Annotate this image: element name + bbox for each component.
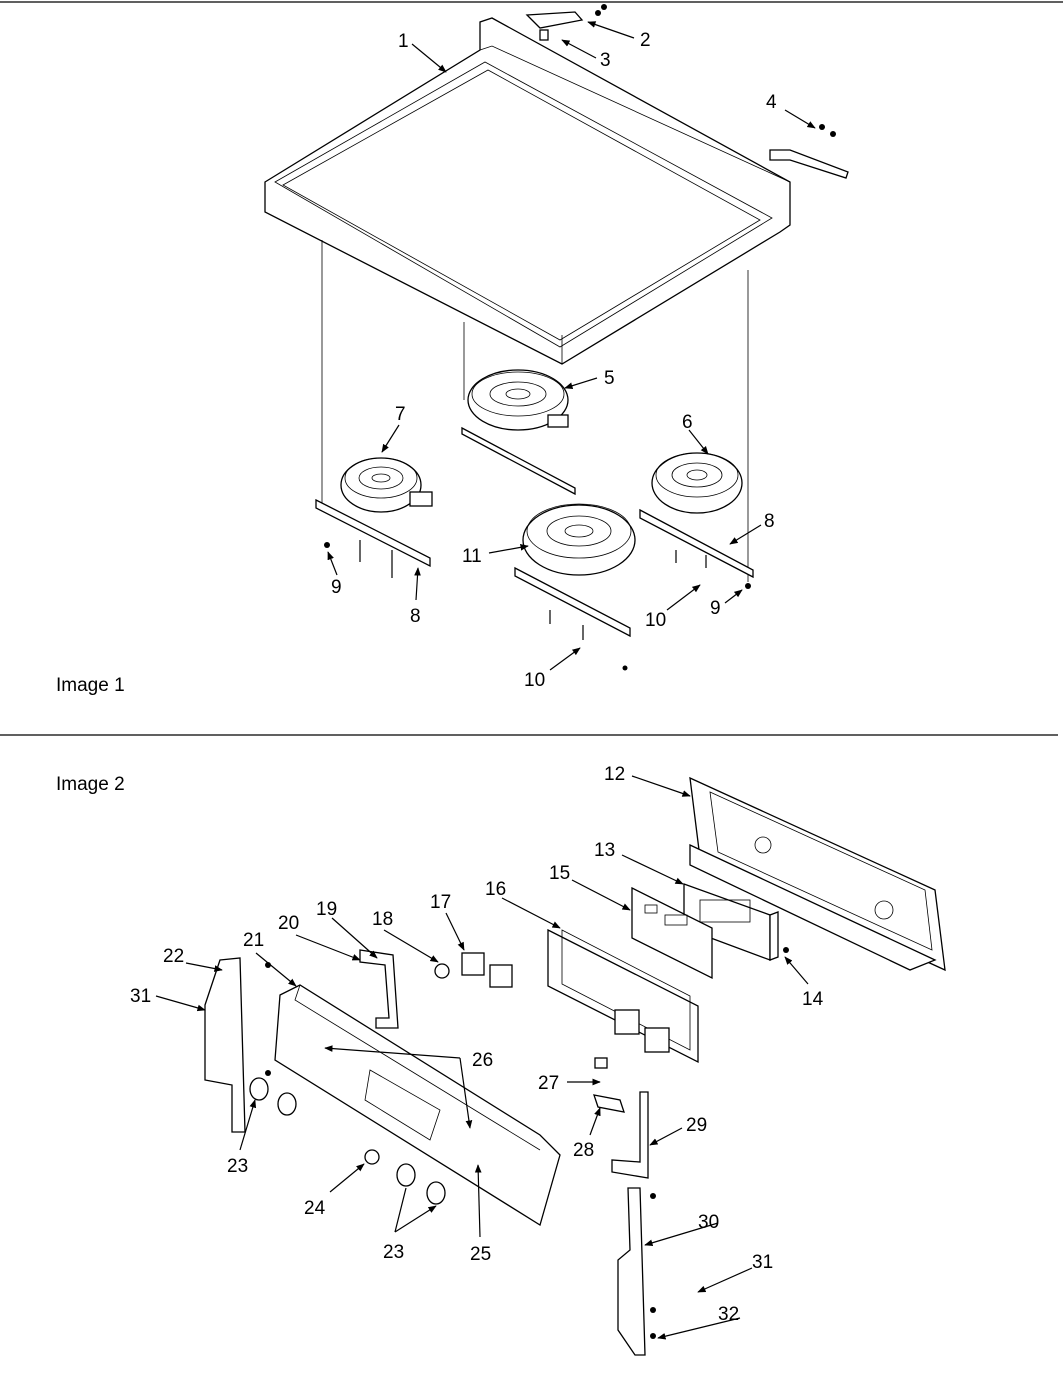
rear-panel <box>689 776 946 972</box>
control-panel-assembly <box>204 776 946 1356</box>
callout-6: 6 <box>682 412 693 433</box>
callout-21: 21 <box>243 930 264 951</box>
callout-19: 19 <box>316 899 337 920</box>
callout-31-right: 31 <box>752 1252 773 1273</box>
callout-7: 7 <box>395 404 406 425</box>
callout-5: 5 <box>604 368 615 389</box>
callout-22: 22 <box>163 946 184 967</box>
callout-8-left: 8 <box>410 606 421 627</box>
callout-29: 29 <box>686 1115 707 1136</box>
callout-1: 1 <box>398 31 409 52</box>
callout-18: 18 <box>372 909 393 930</box>
callout-2: 2 <box>640 30 651 51</box>
indicator-light <box>434 963 450 979</box>
hinge-bracket-right <box>769 149 849 179</box>
side-trim-right <box>617 1187 646 1356</box>
surface-element-5 <box>461 369 576 496</box>
callout-23-left: 23 <box>227 1156 248 1177</box>
callout-10-bottom: 10 <box>524 670 545 691</box>
callout-26: 26 <box>472 1050 493 1071</box>
hinge-bracket-left <box>525 11 584 29</box>
switches-left <box>461 952 513 988</box>
callout-9-right: 9 <box>710 598 721 619</box>
side-trim-left <box>204 957 246 1133</box>
callout-27: 27 <box>538 1073 559 1094</box>
image-1-caption: Image 1 <box>56 675 125 696</box>
callout-12: 12 <box>604 764 625 785</box>
callout-24: 24 <box>304 1198 326 1219</box>
callout-28: 28 <box>573 1140 594 1161</box>
surface-element-6 <box>639 452 754 579</box>
surface-element-7 <box>315 457 433 568</box>
screws <box>324 540 751 671</box>
control-bracket <box>359 949 399 1029</box>
callout-23-bottom: 23 <box>383 1242 404 1263</box>
callout-8-right: 8 <box>764 511 775 532</box>
door-switch <box>593 1094 625 1113</box>
callout-25: 25 <box>470 1244 491 1265</box>
callout-31-left: 31 <box>130 986 151 1007</box>
callout-30: 30 <box>698 1212 719 1233</box>
callout-9-left: 9 <box>331 577 342 598</box>
callout-20: 20 <box>278 913 299 934</box>
image-2-caption: Image 2 <box>56 774 125 795</box>
surface-element-11 <box>514 503 636 638</box>
callout-15: 15 <box>549 863 570 884</box>
switches-right <box>594 1009 670 1069</box>
callout-3: 3 <box>600 50 611 71</box>
bracket-29 <box>611 1091 649 1179</box>
knobs <box>249 1077 446 1205</box>
callout-32: 32 <box>718 1304 739 1325</box>
callout-14: 14 <box>802 989 824 1010</box>
callout-13: 13 <box>594 840 615 861</box>
callout-4: 4 <box>766 92 777 113</box>
callout-10-right: 10 <box>645 610 666 631</box>
callout-labels: 1 2 3 4 5 6 7 8 8 9 9 10 10 11 12 13 14 … <box>130 30 824 1325</box>
callout-16: 16 <box>485 879 506 900</box>
cooktop-assembly <box>264 4 849 671</box>
leader-lines <box>155 21 816 1340</box>
control-console <box>274 984 561 1227</box>
callout-17: 17 <box>430 892 451 913</box>
cooktop-glass <box>264 17 791 365</box>
callout-11: 11 <box>462 546 482 567</box>
